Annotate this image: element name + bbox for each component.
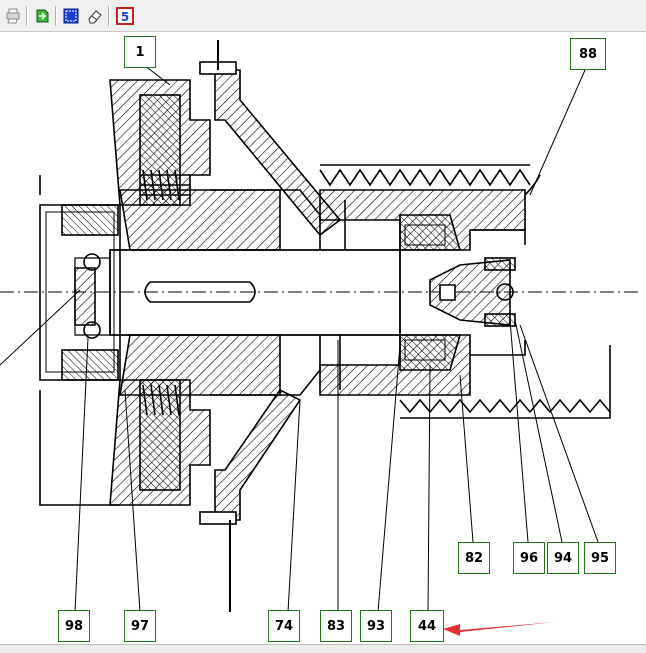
callout-74: 74	[268, 610, 300, 642]
print-icon[interactable]	[2, 5, 24, 27]
callout-93: 93	[360, 610, 392, 642]
hub	[119, 189, 281, 251]
select-region-icon[interactable]	[60, 5, 82, 27]
pulley-teeth-top	[319, 168, 531, 187]
callout-96: 96	[513, 542, 545, 574]
toolbar-separator	[108, 6, 110, 26]
callout-44: 44	[410, 610, 444, 642]
callout-95: 95	[584, 542, 616, 574]
leader-lines	[0, 61, 599, 613]
eraser-icon[interactable]	[84, 5, 106, 27]
toolbar-separator	[55, 6, 57, 26]
pulley-teeth-bottom	[399, 398, 611, 414]
callout-98: 98	[58, 610, 90, 642]
mechanical-assembly-drawing	[0, 40, 640, 636]
app-logo-icon[interactable]: 5	[114, 5, 136, 27]
bell-housing	[214, 69, 342, 237]
callout-1: 1	[124, 36, 156, 68]
toolbar: 5	[0, 0, 646, 32]
callout-83: 83	[320, 610, 352, 642]
callout-82: 82	[458, 542, 490, 574]
toolbar-separator	[26, 6, 28, 26]
status-bar	[0, 644, 646, 653]
callout-97: 97	[124, 610, 156, 642]
callout-94: 94	[547, 542, 579, 574]
callout-88: 88	[570, 38, 606, 70]
red-arrow	[443, 622, 555, 636]
drawing-canvas: 1 88 82 96 94 95 98 97 74 83 93 44	[0, 32, 646, 644]
export-icon[interactable]	[31, 5, 53, 27]
svg-text:5: 5	[121, 10, 129, 24]
